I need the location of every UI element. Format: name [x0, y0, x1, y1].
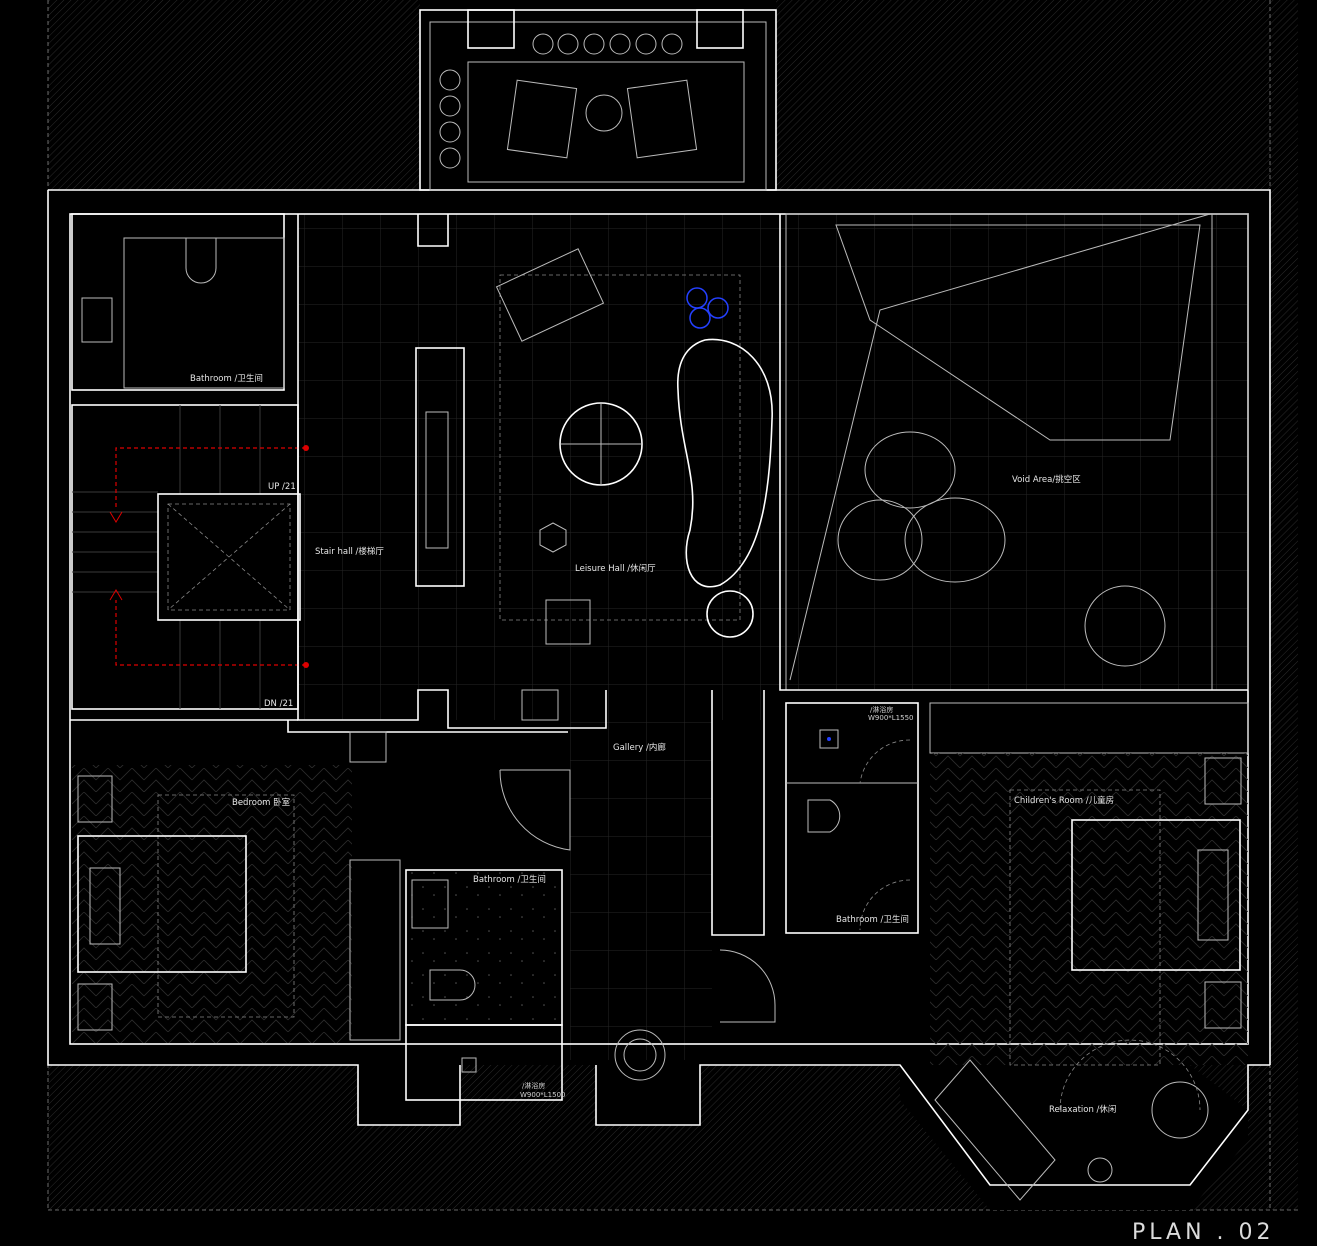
gallery — [614, 1029, 666, 1081]
stair-path — [115, 447, 306, 666]
label-relaxation: Relaxation /休闲 — [1049, 1104, 1116, 1115]
rug — [499, 274, 741, 621]
tv-cabinet — [415, 347, 465, 587]
side-table — [585, 94, 623, 132]
label-gallery: Gallery /内廊 — [613, 742, 666, 753]
label-bathroom-nw: Bathroom /卫生间 — [190, 373, 263, 384]
childrens-room — [719, 702, 1249, 1201]
plan-title: PLAN . 02 — [1132, 1220, 1275, 1245]
bathroom-east — [785, 702, 919, 934]
elevator — [157, 493, 301, 621]
interior-walls — [70, 214, 1248, 936]
label-shower-south-size: W900*L1500 — [520, 1091, 566, 1099]
sofa — [677, 338, 773, 588]
lounge-chair — [495, 248, 605, 342]
bed — [77, 835, 247, 973]
side-table — [706, 590, 754, 638]
label-childrens-room: Children's Room /儿童房 — [1014, 795, 1114, 806]
label-bathroom-east: Bathroom /卫生间 — [836, 914, 909, 925]
label-stair-hall: Stair hall /楼梯厅 — [315, 546, 384, 557]
label-void-area: Void Area/挑空区 — [1012, 474, 1081, 485]
label-bedroom: Bedroom 卧室 — [232, 797, 291, 808]
armchair — [506, 79, 578, 159]
bathroom-center — [405, 869, 563, 1101]
room-labels: Bathroom /卫生间 UP /21 DN /21 Stair hall /… — [190, 373, 1116, 1115]
label-stair-dn: DN /21 — [264, 699, 293, 709]
blue-side-table — [686, 287, 729, 329]
label-shower-east: /淋浴房 — [870, 705, 893, 714]
bathroom-nw — [71, 213, 285, 391]
bedroom — [72, 765, 571, 1043]
coffee-table — [559, 402, 643, 486]
label-stair-up: UP /21 — [268, 482, 296, 492]
bed — [1071, 819, 1241, 971]
leisure-hall — [415, 248, 773, 645]
door-swing — [499, 769, 571, 851]
armchair — [626, 79, 698, 159]
label-leisure-hall: Leisure Hall /休闲厅 — [575, 563, 656, 574]
planters — [439, 33, 683, 169]
balcony — [419, 9, 777, 191]
toilet — [185, 238, 217, 284]
label-shower-south: /淋浴房 — [522, 1081, 545, 1090]
label-shower-east-size: W900*L1550 — [868, 714, 914, 722]
shower-drain — [81, 297, 113, 343]
label-bathroom-center: Bathroom /卫生间 — [473, 874, 546, 885]
